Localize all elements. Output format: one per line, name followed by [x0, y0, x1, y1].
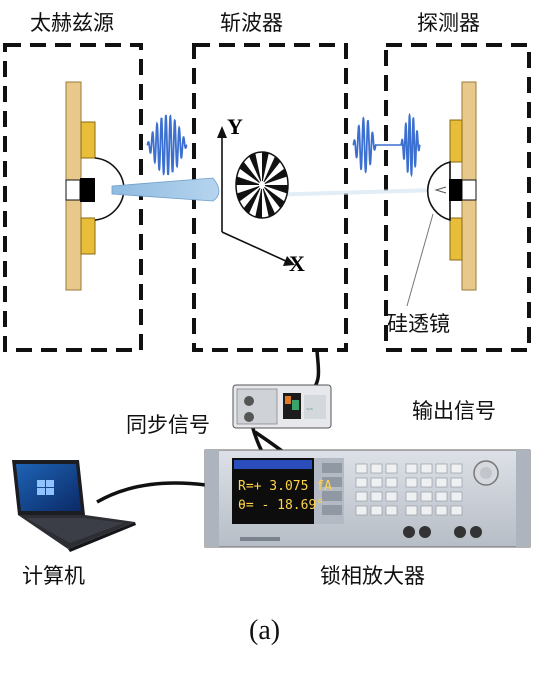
chopper-controller: ~~: [232, 384, 332, 429]
figure-caption: (a): [249, 615, 281, 646]
coordinate-axes: Y X: [217, 114, 305, 276]
lens-pointer: [406, 213, 434, 307]
usb-cable: [96, 481, 207, 504]
chopper-wheel-icon: [235, 151, 289, 219]
detector-label: 探测器: [417, 11, 480, 35]
y-axis-label: Y: [227, 114, 243, 139]
lockin-amplifier-device: [204, 449, 531, 548]
lockin-r-reading: R=+ 3.075 fA: [238, 479, 332, 494]
thz-wave-detector-b: [400, 112, 421, 178]
detector-device: [426, 81, 477, 291]
laptop-icon: [12, 460, 136, 552]
computer-label: 计算机: [22, 564, 85, 588]
lockin-amplifier-label: 锁相放大器: [320, 564, 425, 588]
thz-source-label: 太赫兹源: [30, 11, 114, 35]
lockin-keypad: [355, 463, 463, 516]
lockin-theta-reading: θ= - 18.69°: [238, 498, 324, 513]
thz-beam-tail: [262, 188, 440, 197]
x-axis-label: X: [289, 251, 305, 276]
silicon-lens-label: 硅透镜: [387, 312, 450, 336]
thz-beam: [111, 177, 220, 202]
output-signal-label: 输出信号: [412, 399, 496, 423]
thz-source-box: [3, 43, 143, 352]
thz-wave-source: [146, 114, 188, 176]
thz-wave-detector-a: [352, 116, 377, 174]
chopper-label: 斩波器: [220, 11, 283, 35]
sync-signal-label: 同步信号: [126, 413, 210, 437]
svg-text:~~: ~~: [306, 407, 314, 413]
